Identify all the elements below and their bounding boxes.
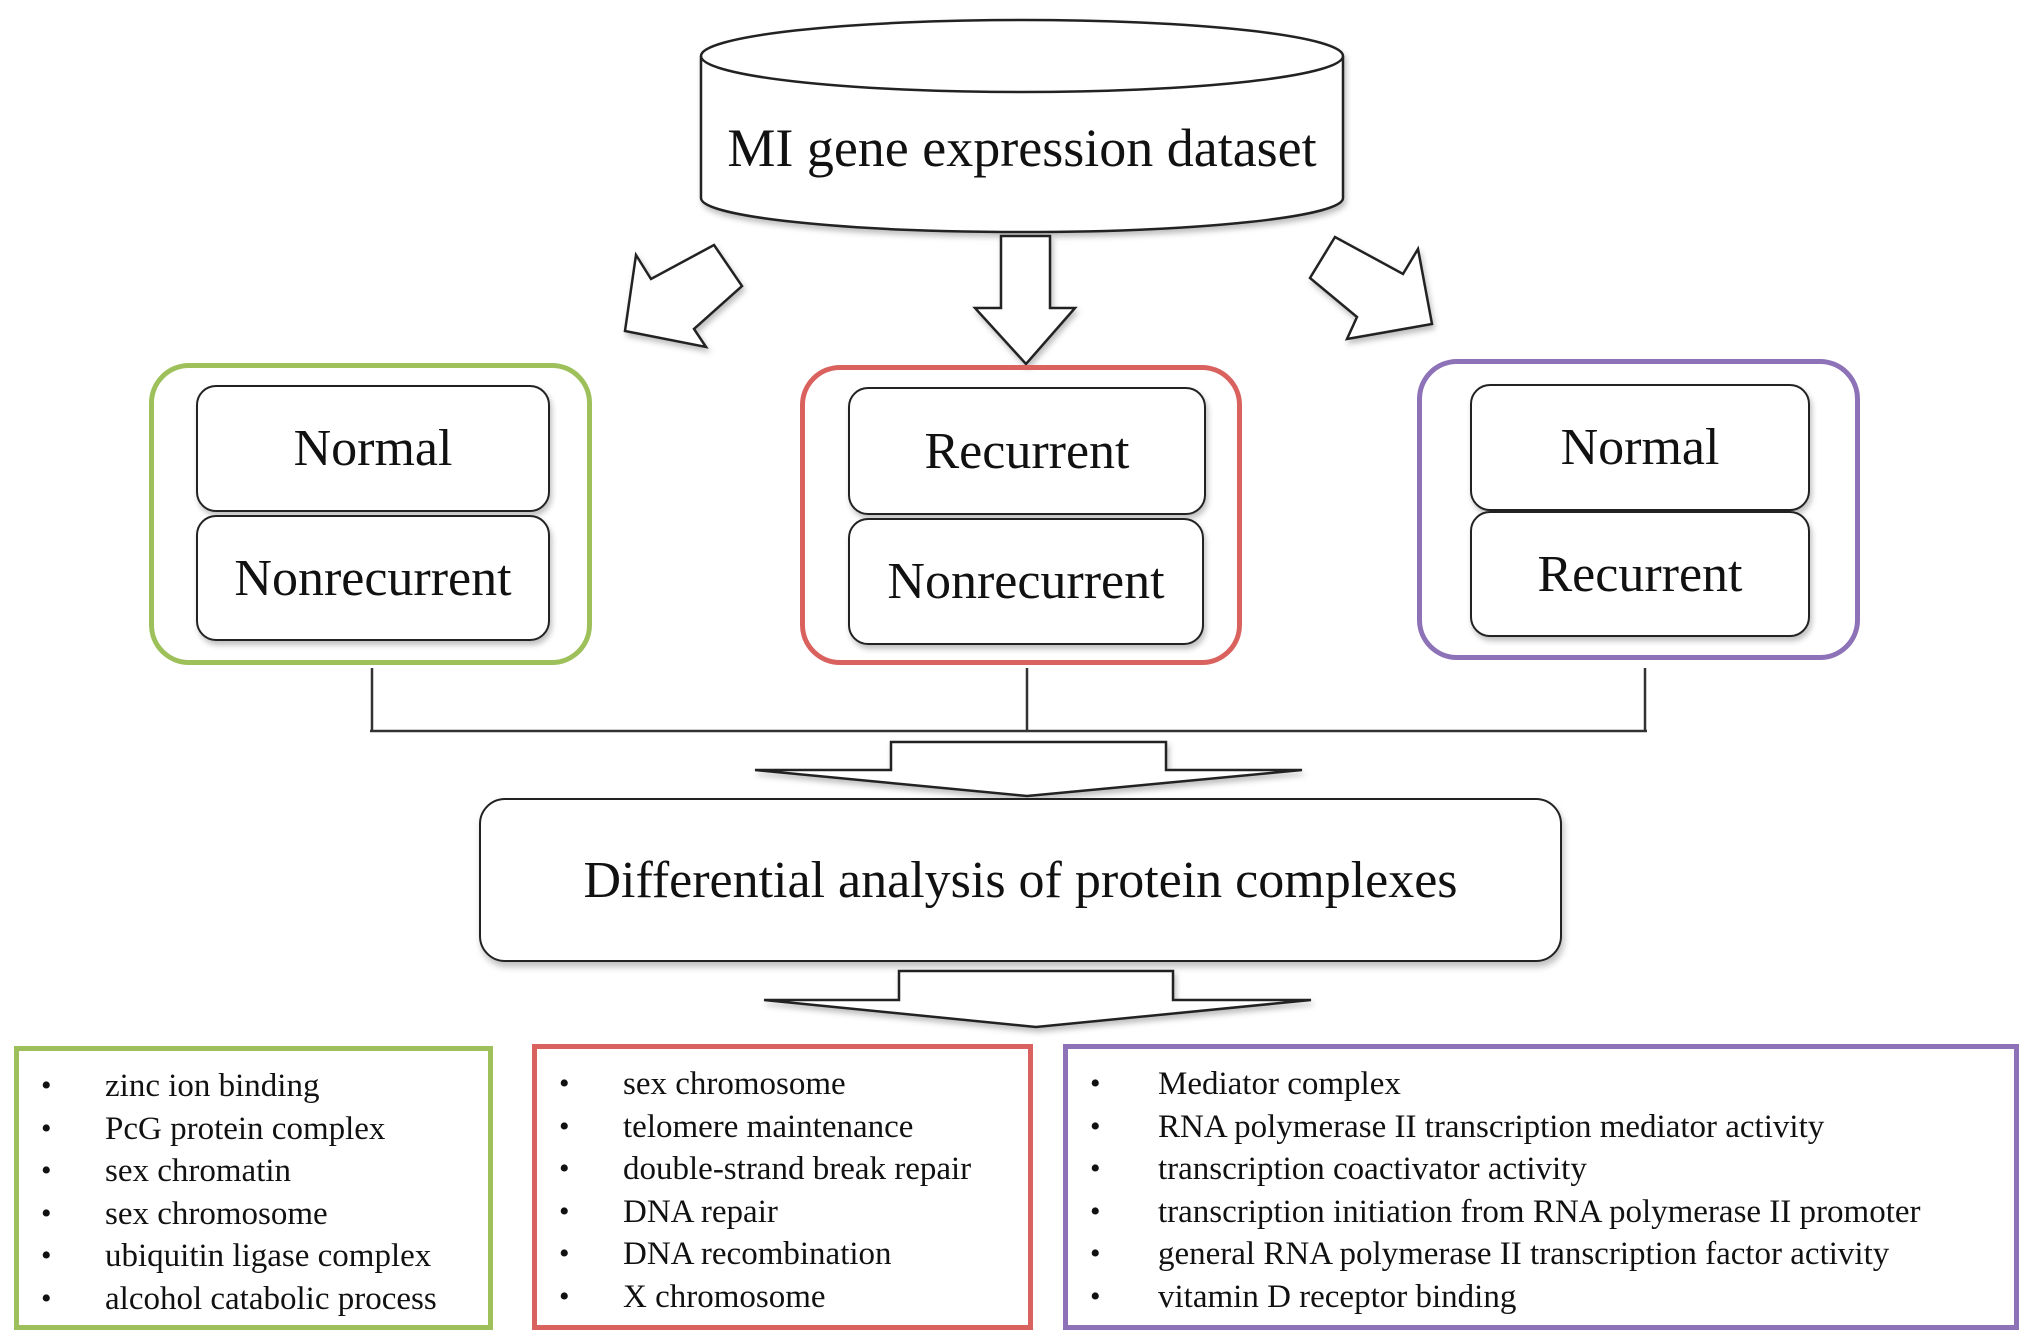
result-item: •double-strand break repair [537, 1148, 1028, 1191]
result-item: •sex chromatin [19, 1150, 488, 1193]
result-item: •DNA repair [537, 1191, 1028, 1234]
result-item: •sex chromosome [19, 1193, 488, 1236]
bullet-icon: • [1090, 1194, 1101, 1228]
arrow-down [972, 234, 1078, 366]
comparison-group-normal-vs-recurrent [1417, 359, 1860, 660]
bullet-icon: • [41, 1111, 52, 1145]
result-item: •PcG protein complex [19, 1108, 488, 1151]
result-item: •general RNA polymerase II transcription… [1068, 1233, 2014, 1276]
bullet-icon: • [559, 1152, 570, 1185]
bullet-icon: • [559, 1237, 570, 1270]
group2-top-label: Recurrent [848, 387, 1206, 515]
bullet-icon: • [1090, 1152, 1101, 1185]
comparison-group-recurrent-vs-nonrecurrent [800, 365, 1242, 665]
merge-connector [370, 668, 1647, 733]
result-item: •X chromosome [537, 1276, 1028, 1319]
result-item: •telomere maintenance [537, 1106, 1028, 1149]
arrow-left-down [623, 243, 744, 349]
dataset-label: MI gene expression dataset [727, 117, 1317, 178]
bullet-icon: • [1090, 1109, 1101, 1143]
bullet-icon: • [559, 1279, 570, 1313]
group1-bottom-label: Nonrecurrent [196, 515, 550, 641]
result-item: •ubiquitin ligase complex [19, 1235, 488, 1278]
result-item: •RNA polymerase II transcription mediato… [1068, 1106, 2014, 1149]
group3-top-label: Normal [1470, 384, 1810, 511]
bullet-icon: • [41, 1281, 52, 1315]
result-item: •transcription initiation from RNA polym… [1068, 1191, 2014, 1234]
result-item: •alcohol catabolic process [19, 1278, 488, 1321]
results-recurrent-vs-nonrecurrent: •sex chromosome •telomere maintenance •d… [532, 1044, 1033, 1330]
group3-bottom-label: Recurrent [1470, 511, 1810, 637]
result-item: •vitamin D receptor binding [1068, 1276, 2014, 1319]
bullet-icon: • [559, 1194, 570, 1228]
results-normal-vs-nonrecurrent: •zinc ion binding •PcG protein complex •… [14, 1046, 493, 1330]
bullet-icon: • [1090, 1067, 1101, 1100]
dataset-cylinder [699, 18, 1345, 234]
group1-top-label: Normal [196, 385, 550, 512]
bullet-icon: • [559, 1067, 570, 1100]
bullet-icon: • [41, 1239, 52, 1272]
result-item: •Mediator complex [1068, 1063, 2014, 1106]
bullet-icon: • [41, 1196, 52, 1230]
analysis-box: Differential analysis of protein complex… [479, 798, 1562, 962]
arrow-to-analysis [754, 740, 1303, 798]
results-normal-vs-recurrent: •Mediator complex •RNA polymerase II tra… [1063, 1044, 2019, 1330]
bullet-icon: • [1090, 1279, 1101, 1313]
result-item: •sex chromosome [537, 1063, 1028, 1106]
bullet-icon: • [41, 1154, 52, 1187]
result-item: •zinc ion binding [19, 1065, 488, 1108]
bullet-icon: • [1090, 1237, 1101, 1270]
bullet-icon: • [41, 1069, 52, 1102]
arrow-right-down [1308, 235, 1434, 341]
comparison-group-normal-vs-nonrecurrent [149, 363, 592, 665]
bullet-icon: • [559, 1109, 570, 1143]
result-item: •transcription coactivator activity [1068, 1148, 2014, 1191]
arrow-to-results [763, 969, 1312, 1029]
result-item: •DNA recombination [537, 1233, 1028, 1276]
group2-bottom-label: Nonrecurrent [848, 518, 1204, 645]
